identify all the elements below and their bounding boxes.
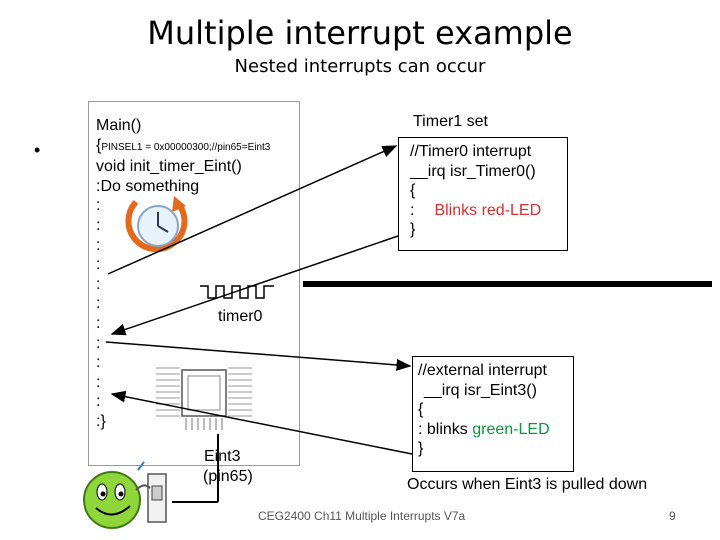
eint3-arrow-to-isr [105,341,412,371]
red-led-text: Blinks red-LED [434,201,542,219]
colon-line: : [96,393,101,411]
pinsel-setting: PINSEL1 = 0x00000300;//pin65=Eint3 [101,141,271,153]
colon-line: : [96,295,101,313]
isr-line: { [410,182,416,200]
main-code-line: Main() [96,117,142,134]
main-code-closing: :} [96,412,106,430]
colon-line: : [96,236,101,254]
main-code-line: {PINSEL1 = 0x00000300;//pin65=Eint3 [96,136,270,158]
colon-line: : [96,373,101,391]
isr-line: __irq isr_Eint3() [424,381,537,399]
isr-line: //Timer0 interrupt [410,143,532,160]
timer0-label: timer0 [218,308,263,325]
main-code-line: void init_timer_Eint() [96,158,242,176]
smiley-push-switch-icon [83,461,167,529]
colon-line: : [96,197,101,215]
slide-title: Multiple interrupt example [147,14,573,52]
timer1-set-label: Timer1 set [413,113,488,130]
eint3-note: Occurs when Eint3 is pulled down [407,476,648,493]
eint3-isr-code: //external interrupt __irq isr_Eint3() {… [418,361,550,459]
isr-line: { [418,401,424,419]
isr-colon: : [410,201,415,219]
isr-line: : Blinks red-LED [410,201,541,221]
eint3-return-arrow [110,390,413,455]
page-number: 9 [669,509,676,523]
timer0-return-arrow [110,235,399,336]
footer-text: CEG2400 Ch11 Multiple Interrupts V7a [258,509,466,523]
pin65-label: (pin65) [203,468,253,485]
isr-line: : blinks green-LED [418,420,550,440]
slide-subtitle: Nested interrupts can occur [234,56,486,77]
colon-line: : [96,354,101,372]
isr-line: } [418,440,424,458]
colon-line: : [96,334,101,352]
colon-line: : [96,256,101,274]
bullet: • [34,140,41,160]
main-code-block: Main() {PINSEL1 = 0x00000300;//pin65=Ein… [96,116,270,432]
square-wave-icon [200,285,274,299]
main-code-line: :Do something [96,177,200,195]
eint3-label: Eint3 [204,448,241,465]
timer0-isr-code: //Timer0 interrupt __irq isr_Timer0() { … [410,142,541,240]
colon-line: : [96,275,101,293]
timer0-arrow-to-isr [107,145,398,275]
colon-line: : [96,314,101,332]
timer0-isr-box [398,137,568,251]
main-code-box [88,101,300,466]
microcontroller-chip-icon [156,367,252,430]
isr-line: //external interrupt [418,362,547,379]
clock-icon [125,196,188,253]
isr-line: __irq isr_Timer0() [410,162,536,180]
isr-prefix: : blinks [418,420,473,438]
open-brace: { [96,136,102,154]
colon-line: : [96,216,101,234]
eint3-isr-box [412,356,574,472]
isr-line: } [410,221,416,239]
green-led-text: green-LED [472,420,550,438]
